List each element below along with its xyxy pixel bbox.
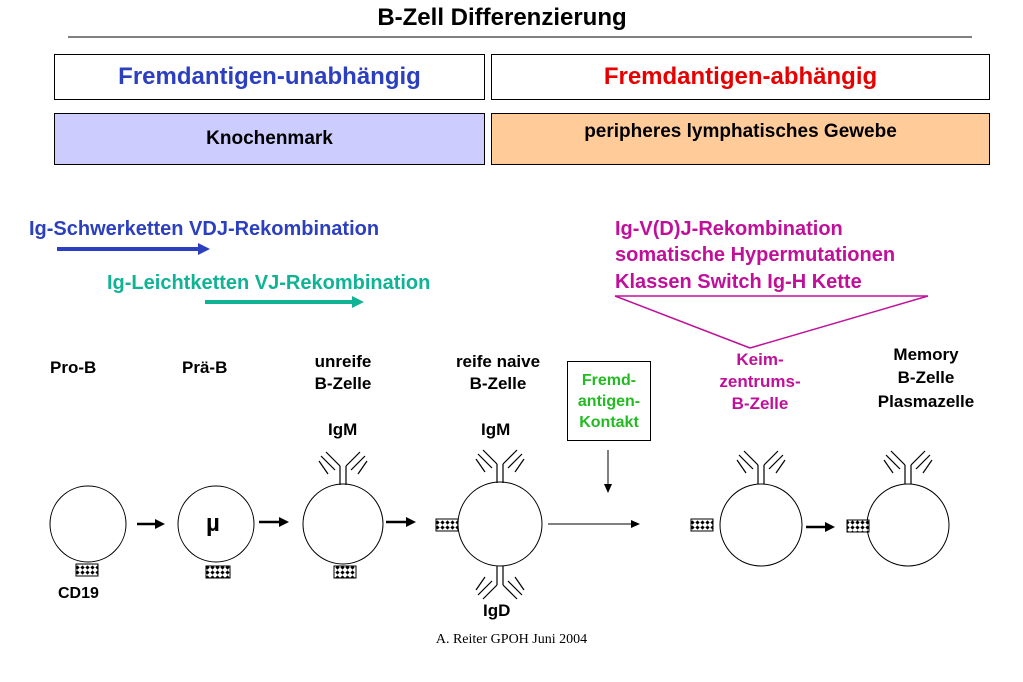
stage-memory-line-2: B-Zelle: [897, 368, 955, 387]
cd19-marker-memory: [846, 519, 870, 533]
stage-reife-line-1: reife naive: [455, 352, 541, 371]
stage-keim-line-3: B-Zelle: [731, 394, 789, 413]
contact-line-2: antigen-: [577, 392, 641, 410]
arrow-keim-to-memory: [806, 522, 835, 532]
process-right-line-3: Klassen Switch Ig-H Kette: [615, 271, 862, 293]
cell-memory: [866, 483, 950, 567]
cd19-marker-reife: [435, 518, 459, 532]
stage-pro-b: Pro-B: [50, 358, 97, 377]
cd19-marker-prae-b: [205, 565, 231, 579]
antibody-keim: [736, 450, 786, 484]
arrow-unreife-to-reife: [386, 517, 416, 527]
antigen-contact-box: Fremd- antigen- Kontakt: [567, 361, 651, 441]
antibody-igd-reife: [475, 566, 525, 600]
label-cd19: CD19: [58, 585, 99, 602]
cell-prae-b: [177, 485, 255, 563]
cell-pro-b: [49, 485, 127, 563]
stage-unreife-line-1: unreife: [314, 352, 372, 371]
process-light-chain: Ig-Leichtketten VJ-Rekombination: [107, 272, 431, 294]
antibody-igm-reife: [475, 449, 525, 483]
label-igd: IgD: [483, 601, 511, 620]
antibody-igm-unreife: [318, 451, 368, 485]
header-dependent-label: Fremdantigen-abhängig: [603, 63, 878, 90]
process-heavy-chain: Ig-Schwerketten VDJ-Rekombination: [29, 218, 380, 240]
stage-prae-b: Prä-B: [182, 358, 228, 377]
header-independent-label: Fremdantigen-unabhängig: [118, 63, 421, 90]
germinal-center-bracket: [614, 295, 929, 349]
footer-credit: A. Reiter GPOH Juni 2004: [435, 632, 588, 647]
stage-unreife-line-2: B-Zelle: [314, 374, 372, 393]
antibody-memory: [883, 450, 933, 484]
contact-line-3: Kontakt: [579, 413, 639, 431]
stage-memory-line-1: Memory: [893, 345, 959, 364]
label-igm-reife: IgM: [481, 420, 511, 439]
location-bone-marrow-label: Knochenmark: [206, 128, 333, 149]
header-dependent-box: Fremdantigen-abhängig: [491, 54, 990, 100]
cd19-marker-keim: [690, 518, 714, 532]
header-independent-box: Fremdantigen-unabhängig: [54, 54, 485, 100]
stage-memory-line-3: Plasmazelle: [877, 392, 975, 411]
arrow-prae-to-unreife: [259, 517, 289, 527]
process-right-line-1: Ig-V(D)J-Rekombination: [615, 218, 843, 240]
cd19-marker-pro-b: [75, 563, 99, 577]
heavy-chain-arrow: [57, 243, 210, 255]
label-igm-unreife: IgM: [328, 420, 358, 439]
contact-line-1: Fremd-: [581, 371, 637, 389]
cell-reife: [457, 481, 543, 567]
stage-keim-line-2: zentrums-: [719, 372, 801, 391]
process-right-line-2: somatische Hypermutationen: [615, 244, 896, 266]
location-bone-marrow-box: Knochenmark: [54, 113, 485, 165]
stage-keim-line-1: Keim-: [736, 350, 784, 369]
label-mu: µ: [206, 510, 220, 537]
light-chain-arrow: [205, 296, 364, 308]
cell-keim: [719, 483, 803, 567]
arrow-pro-to-prae: [137, 519, 165, 529]
cd19-marker-unreife: [333, 565, 357, 579]
stage-reife-line-2: B-Zelle: [469, 374, 527, 393]
location-peripheral-box: peripheres lymphatisches Gewebe: [491, 113, 990, 165]
arrow-reife-to-keim: [548, 520, 640, 528]
cell-unreife: [302, 483, 384, 565]
page-title: B-Zell Differenzierung: [334, 4, 670, 32]
location-peripheral-label: peripheres lymphatisches Gewebe: [584, 121, 897, 142]
contact-down-arrow: [604, 450, 612, 493]
